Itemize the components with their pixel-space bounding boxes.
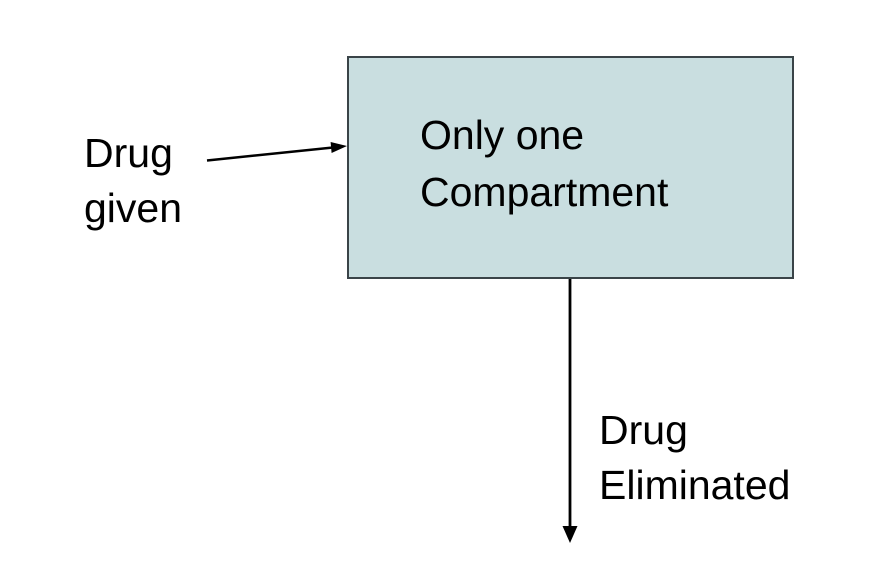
compartment-box: Only one Compartment bbox=[347, 56, 794, 279]
drug-eliminated-arrow bbox=[562, 279, 578, 543]
drug-eliminated-line2: Eliminated bbox=[599, 462, 791, 508]
drug-given-label: Drug given bbox=[84, 126, 182, 236]
drug-given-line2: given bbox=[84, 185, 183, 231]
drug-eliminated-line1: Drug bbox=[599, 407, 688, 453]
compartment-label: Only one Compartment bbox=[349, 58, 792, 221]
compartment-line1: Only one bbox=[420, 112, 585, 158]
compartment-line2: Compartment bbox=[420, 169, 669, 215]
drug-given-arrow bbox=[206, 142, 347, 162]
drug-eliminated-label: Drug Eliminated bbox=[599, 403, 790, 513]
drug-given-line1: Drug bbox=[84, 130, 173, 176]
